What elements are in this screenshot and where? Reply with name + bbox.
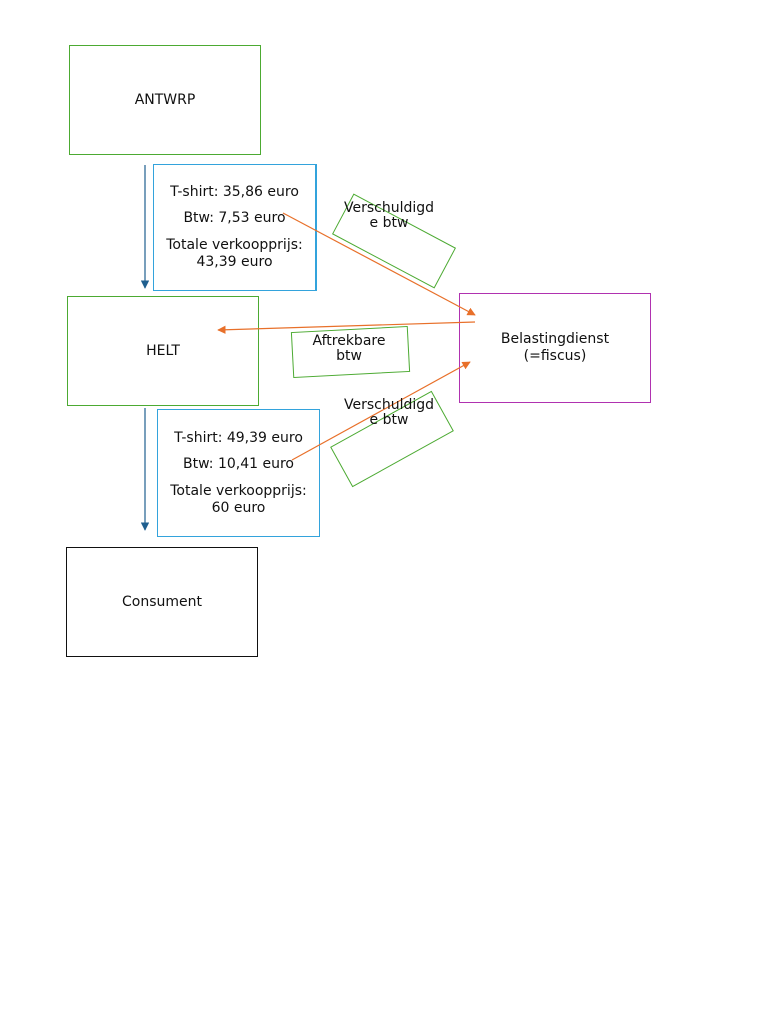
sale-2-btw: Btw: 10,41 euro [183, 456, 294, 472]
antwrp-box: ANTWRP [69, 45, 261, 155]
sale-1-btw: Btw: 7,53 euro [183, 210, 286, 226]
fiscus-label: Belastingdienst (=fiscus) [500, 331, 610, 364]
deductible-vat-label: Aftrekbare btw [312, 333, 386, 364]
consument-label: Consument [122, 593, 202, 610]
sale-1-tshirt: T-shirt: 35,86 euro [170, 184, 299, 200]
sale-1-info: T-shirt: 35,86 euro Btw: 7,53 euro Total… [153, 164, 317, 291]
sale-2-info: T-shirt: 49,39 euro Btw: 10,41 euro Tota… [157, 409, 320, 537]
owed-vat-label-1: Verschuldigd e btw [343, 200, 435, 231]
antwrp-label: ANTWRP [134, 91, 196, 108]
consument-box: Consument [66, 547, 258, 657]
sale-2-tshirt: T-shirt: 49,39 euro [174, 430, 303, 446]
owed-vat-label-2: Verschuldigd e btw [343, 397, 435, 428]
helt-label: HELT [146, 342, 180, 359]
helt-box: HELT [67, 296, 259, 406]
fiscus-box: Belastingdienst (=fiscus) [459, 293, 651, 403]
sale-1-total: Totale verkoopprijs: 43,39 euro [166, 237, 303, 270]
sale-2-total: Totale verkoopprijs: 60 euro [170, 483, 307, 516]
